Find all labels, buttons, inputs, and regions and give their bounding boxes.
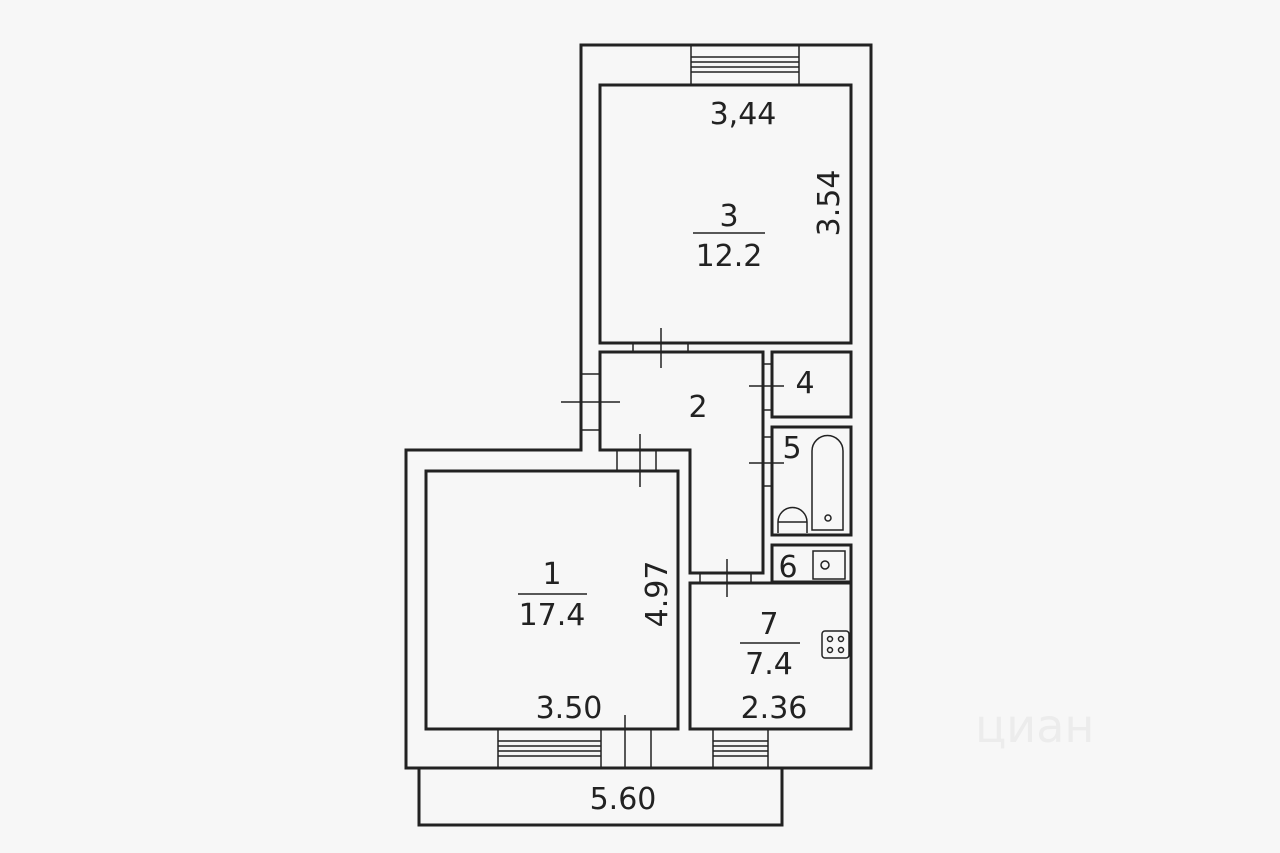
room-3-area: 12.2 bbox=[696, 239, 763, 274]
room-1-length: 4.97 bbox=[640, 561, 675, 628]
room-7-width: 2.36 bbox=[741, 691, 808, 726]
toilet-icon bbox=[777, 506, 808, 533]
room-1-number: 1 bbox=[542, 557, 561, 592]
bathtub-icon bbox=[811, 434, 844, 531]
room-3-length: 3.54 bbox=[812, 170, 847, 237]
room-4 bbox=[770, 350, 853, 419]
room-5-number: 5 bbox=[782, 431, 801, 466]
watermark-logo: циан bbox=[975, 699, 1094, 753]
sink-icon bbox=[812, 550, 846, 580]
outer-wall bbox=[404, 43, 873, 770]
room-4-number: 4 bbox=[795, 366, 814, 401]
doors bbox=[561, 328, 784, 768]
room-6-number: 6 bbox=[778, 550, 797, 585]
room-2 bbox=[598, 350, 765, 575]
room-7-area: 7.4 bbox=[745, 647, 793, 682]
window-room-1 bbox=[497, 728, 602, 769]
room-5 bbox=[770, 425, 853, 537]
room-7-number: 7 bbox=[759, 607, 778, 642]
room-2-number: 2 bbox=[688, 390, 707, 425]
room-1-width: 3.50 bbox=[536, 691, 603, 726]
room-7 bbox=[688, 581, 853, 731]
room-3-width: 3,44 bbox=[710, 97, 777, 132]
stove-icon bbox=[821, 630, 850, 659]
window-room-7 bbox=[712, 728, 769, 769]
total-width: 5.60 bbox=[590, 782, 657, 817]
room-3-number: 3 bbox=[719, 199, 738, 234]
room-1-area: 17.4 bbox=[519, 598, 586, 633]
window-top bbox=[690, 44, 800, 86]
